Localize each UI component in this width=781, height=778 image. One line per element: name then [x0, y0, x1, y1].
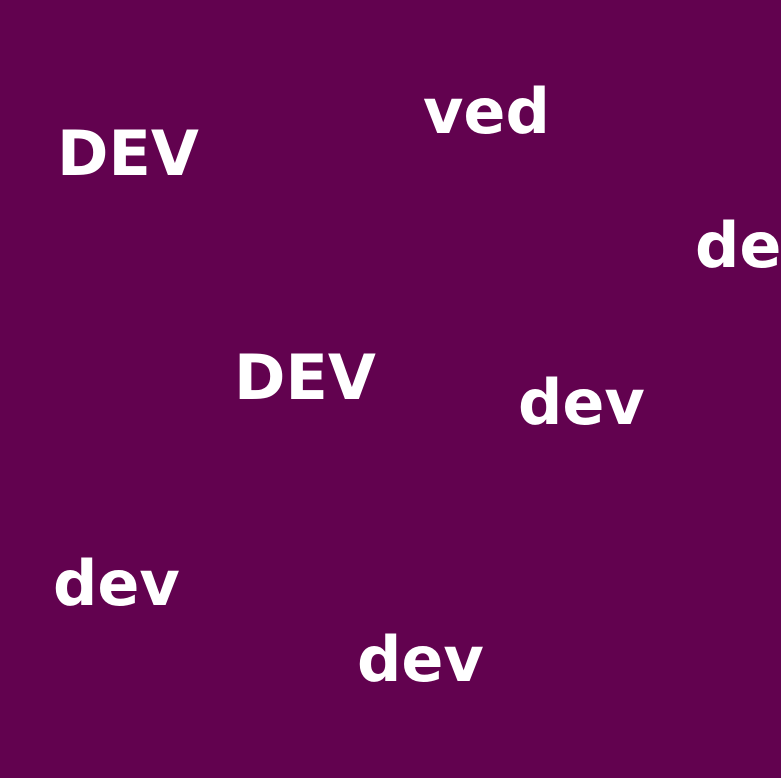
word-dev-3: dev	[357, 623, 484, 696]
word-dev-2: dev	[53, 547, 180, 620]
word-de-clipped: de	[695, 209, 781, 282]
word-dev-upper-1: DEV	[57, 117, 199, 190]
word-dev-upper-2: DEV	[234, 341, 376, 414]
word-dev-1: dev	[518, 366, 645, 439]
word-ved: ved	[423, 75, 550, 148]
